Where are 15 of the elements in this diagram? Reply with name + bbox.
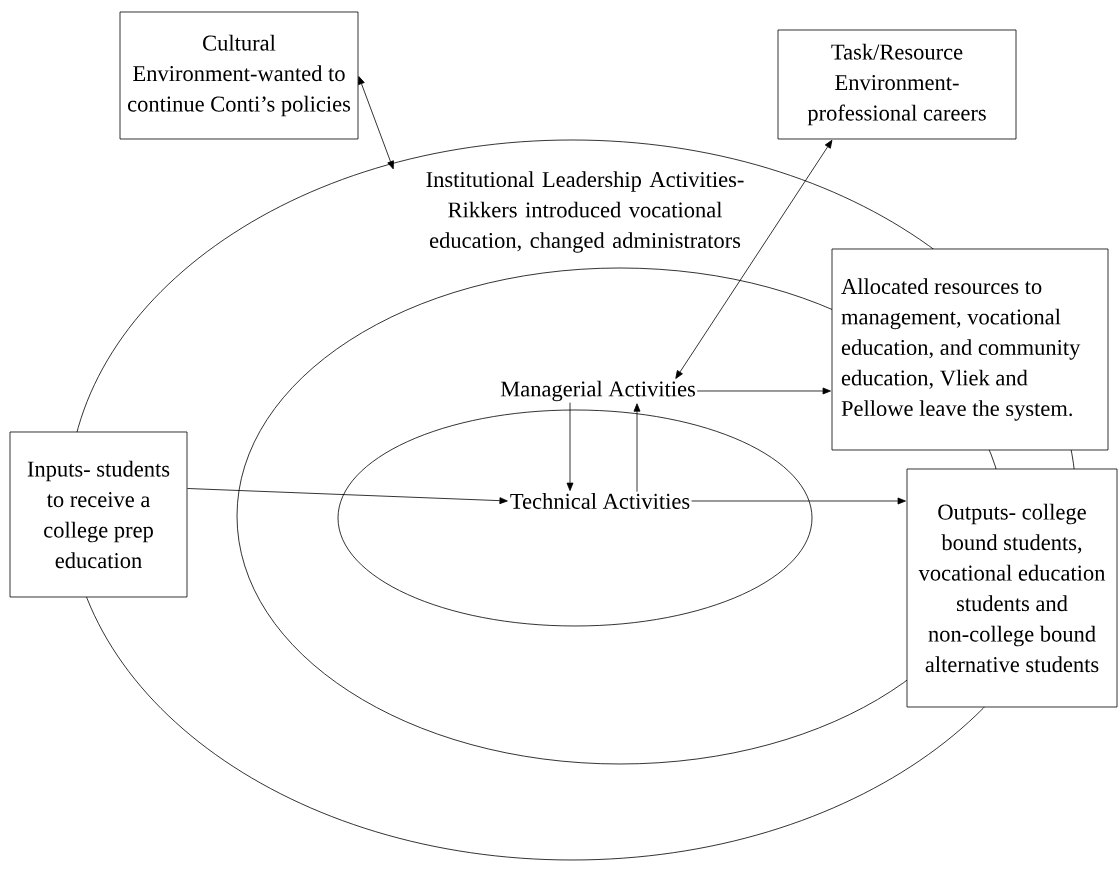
activity-label: Institutional Leadership Activities- Rikkers introduced vocational education, changed administrators [426,171,744,253]
arrow [691,497,906,505]
text-box: Task/Resource Environment- professional careers [777,29,1017,140]
arrow [633,403,641,493]
arrow [358,76,394,170]
arrow [696,387,831,395]
arrow [566,402,574,491]
text-box: Allocated resources to management, vocational education, and community education, Vliek and Pellowe leave the system. [831,248,1109,451]
text-box: Outputs- college bound students, vocational education students and non-college bound alternative students [906,468,1118,708]
text-box: Cultural Environment-wanted to continue Conti’s policies [119,11,359,140]
arrow [187,488,508,505]
activity-label: Managerial Activities [500,380,695,402]
text-box: Inputs- students to receive a college prep education [9,431,188,598]
arrow [675,139,833,379]
activity-label: Technical Activities [510,493,690,509]
